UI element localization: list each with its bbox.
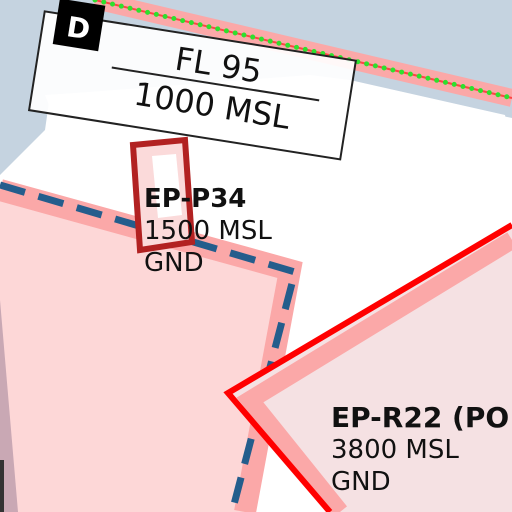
ep-r22-upper-limit: 3800 MSL — [331, 435, 459, 465]
class-d-letter: D — [64, 10, 92, 46]
ep-r22-name: EP-R22 (PO — [331, 401, 509, 434]
ep-r22-inner-border — [236, 232, 512, 512]
ep-p34-name: EP-P34 — [144, 184, 246, 214]
ep-p34-lower-limit: GND — [144, 248, 204, 278]
ep-r22-lower-limit: GND — [331, 467, 391, 497]
tma-dashed-boundary — [0, 181, 300, 512]
class-d-label-box[interactable]: D FL 95 1000 MSL — [27, 0, 358, 161]
ep-p34-lower-left-sliver — [0, 300, 18, 512]
class-d-badge — [52, 0, 106, 52]
ep-p34-upper-limit: 1500 MSL — [144, 216, 272, 246]
ep-r22-area[interactable] — [228, 225, 512, 512]
terrain-area-left-edge — [0, 0, 30, 100]
obstacle-marker-inner — [152, 154, 182, 218]
map-corner-dark — [0, 460, 4, 512]
ep-r22-border — [223, 222, 512, 512]
ep-p34-area[interactable] — [0, 190, 290, 512]
route-dotted-line — [92, 0, 512, 101]
altitude-divider — [111, 66, 320, 102]
